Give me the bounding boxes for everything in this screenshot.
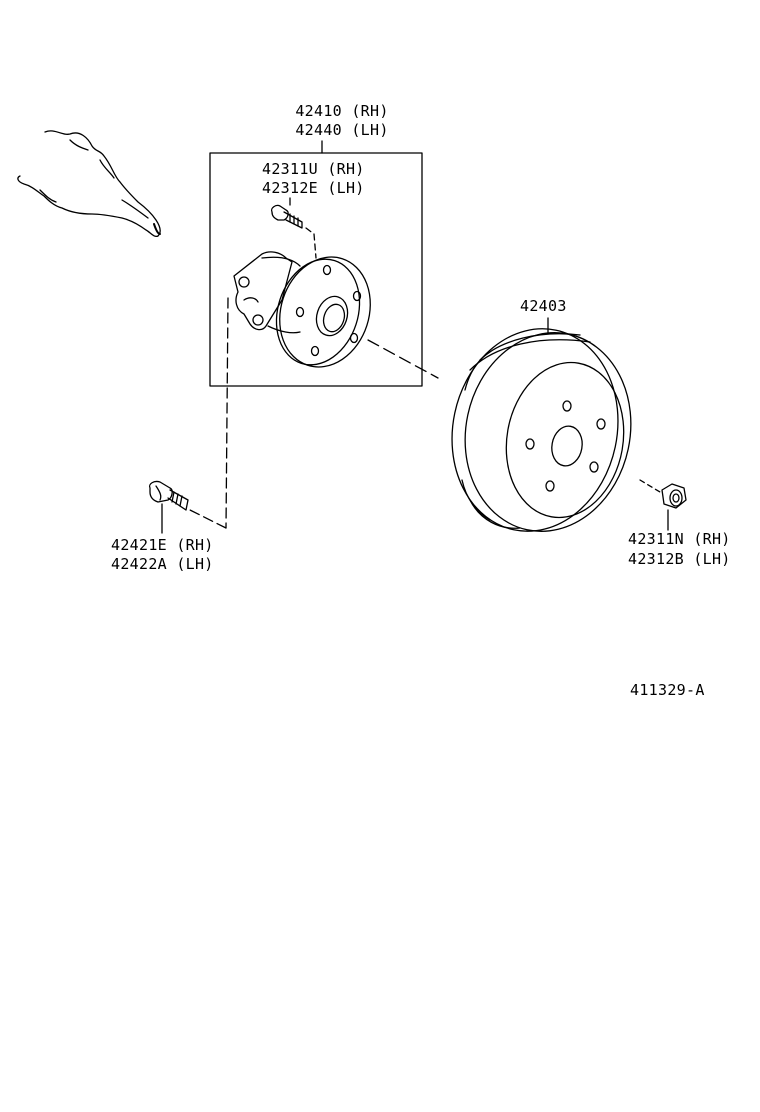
hub-assembly-rh-label: 42410 (RH) — [295, 102, 389, 120]
brake-drum-label: 42403 — [520, 297, 567, 315]
hub-bolt-lh-label: 42312E (LH) — [262, 179, 365, 197]
mount-bolt-lh-label: 42422A (LH) — [111, 555, 214, 573]
pointer-hand-icon — [17, 130, 161, 238]
illustration-code: 411329-A — [630, 681, 705, 699]
wheel-nut-lh-label: 42312B (LH) — [628, 550, 731, 568]
hub-assembly-box — [209, 152, 423, 387]
hub-bolt-icon — [270, 197, 303, 229]
wheel-nut-rh-label: 42311N (RH) — [628, 530, 731, 548]
hub-bearing-assembly-icon — [233, 251, 371, 368]
hub-bolt-rh-label: 42311U (RH) — [262, 160, 365, 178]
mount-bolt-rh-label: 42421E (RH) — [111, 536, 214, 554]
mount-bolt-icon — [148, 480, 189, 511]
brake-drum-icon — [451, 328, 632, 532]
wheel-nut-icon — [661, 483, 687, 509]
hub-assembly-lh-label: 42440 (LH) — [295, 121, 389, 139]
